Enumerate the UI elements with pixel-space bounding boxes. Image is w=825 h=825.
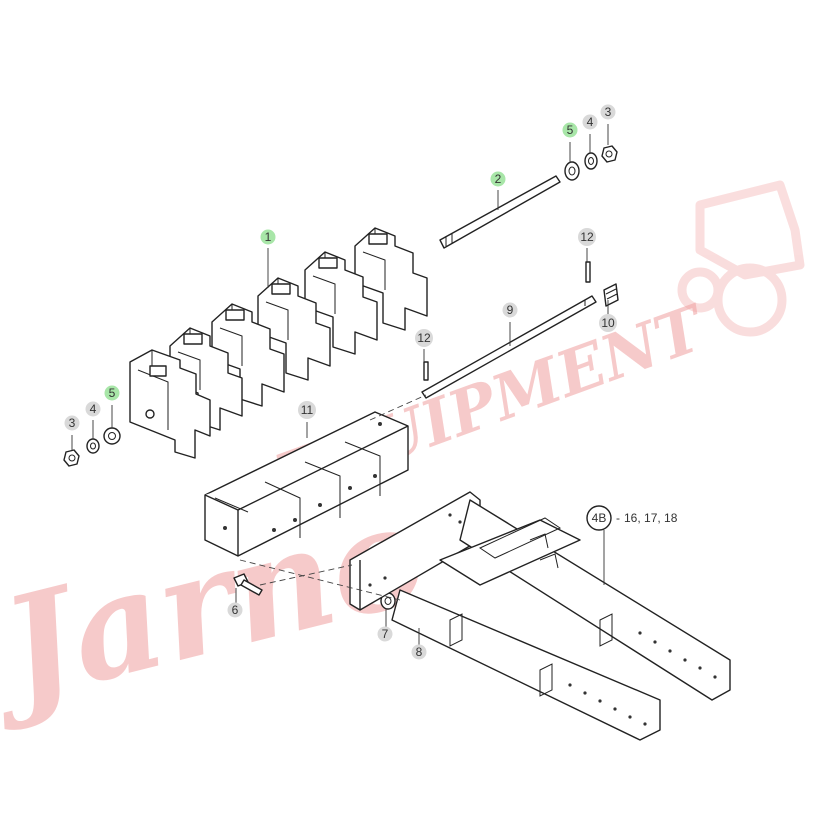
callout-number: 8 (416, 645, 423, 659)
counterweight-plate[interactable] (354, 227, 428, 331)
callout-badge (64, 415, 80, 431)
callout-number: 2 (495, 172, 502, 186)
front-frame-assembly[interactable] (349, 491, 731, 741)
callout-8[interactable]: 8 (411, 644, 427, 660)
callout-badge (298, 401, 316, 419)
callout-badge (502, 302, 518, 318)
callout-4[interactable]: 4 (582, 114, 598, 130)
callout-1[interactable]: 1 (260, 229, 276, 245)
callout-number: 6 (232, 603, 239, 617)
counterweight-plate[interactable] (304, 251, 378, 355)
tie-rod-base[interactable] (421, 295, 597, 399)
callout-badge (377, 626, 393, 642)
assembly-reference-label: 4B (592, 511, 607, 525)
callout-badge (582, 114, 598, 130)
callout-4[interactable]: 4 (85, 401, 101, 417)
callout-number: 10 (601, 316, 615, 330)
callout-badge (490, 171, 506, 187)
callout-3[interactable]: 3 (600, 104, 616, 120)
callout-12[interactable]: 12 (578, 228, 596, 246)
callout-12[interactable]: 12 (415, 329, 433, 347)
tie-rod-long[interactable] (439, 175, 561, 249)
callout-number: 9 (507, 303, 514, 317)
counterweight-stack[interactable] (129, 227, 428, 459)
callout-10[interactable]: 10 (599, 314, 617, 332)
hex-bolt[interactable] (233, 573, 263, 596)
callout-6[interactable]: 6 (227, 602, 243, 618)
counterweight-plate[interactable] (257, 277, 331, 381)
callout-number: 4 (587, 115, 594, 129)
callout-badge (415, 329, 433, 347)
callout-number: 12 (580, 230, 594, 244)
callout-5[interactable]: 5 (562, 122, 578, 138)
assembly-reference-badge[interactable] (586, 505, 612, 531)
hex-nut[interactable] (601, 145, 618, 163)
callout-badge (599, 314, 617, 332)
assembly-reference[interactable]: 4B - 16, 17, 18 (586, 505, 678, 531)
flat-washer[interactable] (564, 161, 580, 181)
callout-badge (600, 104, 616, 120)
callout-number: 12 (417, 331, 431, 345)
callout-5[interactable]: 5 (104, 385, 120, 401)
callout-9[interactable]: 9 (502, 302, 518, 318)
lock-washer[interactable] (86, 438, 100, 454)
weight-carrier-box[interactable] (204, 411, 409, 557)
cotter-pin-upper[interactable] (585, 261, 591, 283)
callout-number: 3 (605, 105, 612, 119)
cotter-pin-lower[interactable] (423, 361, 429, 381)
lock-washer[interactable] (584, 152, 598, 170)
callout-badge (562, 122, 578, 138)
callout-number: 3 (69, 416, 76, 430)
spring-pin[interactable] (603, 283, 619, 307)
fastener-set-right[interactable] (564, 145, 618, 181)
callout-number: 5 (567, 123, 574, 137)
frame-bolt-holes (368, 513, 717, 726)
callout-badge (227, 602, 243, 618)
counterweight-plate[interactable] (129, 349, 211, 459)
callout-number: 1 (265, 230, 272, 244)
tractor-watermark-icon (677, 180, 805, 337)
callout-badge (85, 401, 101, 417)
counterweight-plate[interactable] (211, 303, 285, 407)
callout-badge (411, 644, 427, 660)
callout-3[interactable]: 3 (64, 415, 80, 431)
callout-number: 5 (109, 386, 116, 400)
callout-badge (260, 229, 276, 245)
callout-badge (104, 385, 120, 401)
callout-number: 11 (301, 403, 314, 417)
assembly-reference-dash: - (616, 511, 620, 525)
callout-11[interactable]: 11 (298, 401, 316, 419)
assembly-reference-items: 16, 17, 18 (624, 511, 678, 525)
flat-washer[interactable] (103, 427, 121, 445)
callout-7[interactable]: 7 (377, 626, 393, 642)
hex-nut[interactable] (63, 449, 80, 467)
callout-2[interactable]: 2 (490, 171, 506, 187)
callout-number: 4 (90, 402, 97, 416)
callout-number: 7 (382, 627, 389, 641)
callout-badge (578, 228, 596, 246)
